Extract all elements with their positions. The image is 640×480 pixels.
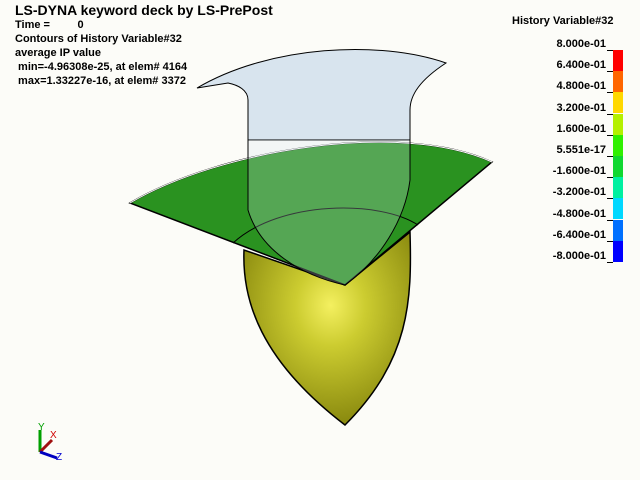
svg-text:Z: Z bbox=[56, 452, 62, 463]
legend-label: 3.200e-01 bbox=[556, 101, 606, 114]
legend-tick bbox=[607, 219, 613, 221]
legend-tick bbox=[607, 262, 613, 263]
legend-label: -8.000e-01 bbox=[552, 250, 606, 262]
legend-tick bbox=[607, 50, 613, 51]
legend-swatch bbox=[613, 240, 623, 262]
max-label: max=1.33227e-16, at elem# 3372 bbox=[15, 75, 186, 87]
legend-label: -4.800e-01 bbox=[552, 207, 606, 220]
svg-text:Y: Y bbox=[38, 422, 45, 433]
legend-tick bbox=[607, 198, 613, 200]
legend-tick bbox=[607, 177, 613, 179]
legend-label: -6.400e-01 bbox=[552, 228, 606, 241]
legend-tick bbox=[607, 240, 613, 242]
value-type-label: average IP value bbox=[15, 47, 102, 59]
min-label: min=-4.96308e-25, at elem# 4164 bbox=[15, 61, 188, 73]
legend-swatch bbox=[613, 113, 623, 135]
punch-part-body bbox=[247, 140, 411, 286]
legend-label: -1.600e-01 bbox=[552, 165, 606, 178]
legend-swatch bbox=[613, 92, 623, 114]
legend-swatch bbox=[613, 71, 623, 93]
legend-label: 1.600e-01 bbox=[556, 122, 606, 135]
legend-swatch bbox=[613, 198, 623, 220]
svg-text:X: X bbox=[50, 430, 57, 441]
legend-label: 6.400e-01 bbox=[556, 59, 606, 72]
legend-label: 8.000e-01 bbox=[556, 38, 606, 50]
legend-tick bbox=[607, 113, 613, 115]
legend-label: 5.551e-17 bbox=[556, 144, 606, 156]
legend-tick bbox=[607, 92, 613, 94]
punch-part-top bbox=[196, 49, 448, 141]
legend-label: 4.800e-01 bbox=[556, 80, 606, 93]
legend-label: -3.200e-01 bbox=[552, 186, 606, 199]
time-label: Time = 0 bbox=[15, 19, 84, 31]
contour-label: Contours of History Variable#32 bbox=[15, 33, 182, 45]
legend-swatch bbox=[613, 219, 623, 241]
legend-tick bbox=[607, 71, 613, 73]
legend-swatch bbox=[613, 156, 623, 177]
legend-tick bbox=[607, 134, 613, 136]
legend-tick bbox=[607, 156, 613, 157]
legend-swatch bbox=[613, 134, 623, 156]
legend-swatch bbox=[613, 177, 623, 199]
legend-swatch bbox=[613, 50, 623, 71]
legend-title: History Variable#32 bbox=[512, 15, 614, 27]
axis-triad: Y X Z bbox=[38, 422, 62, 463]
die-part bbox=[243, 230, 412, 426]
page-title: LS-DYNA keyword deck by LS-PrePost bbox=[15, 2, 273, 18]
